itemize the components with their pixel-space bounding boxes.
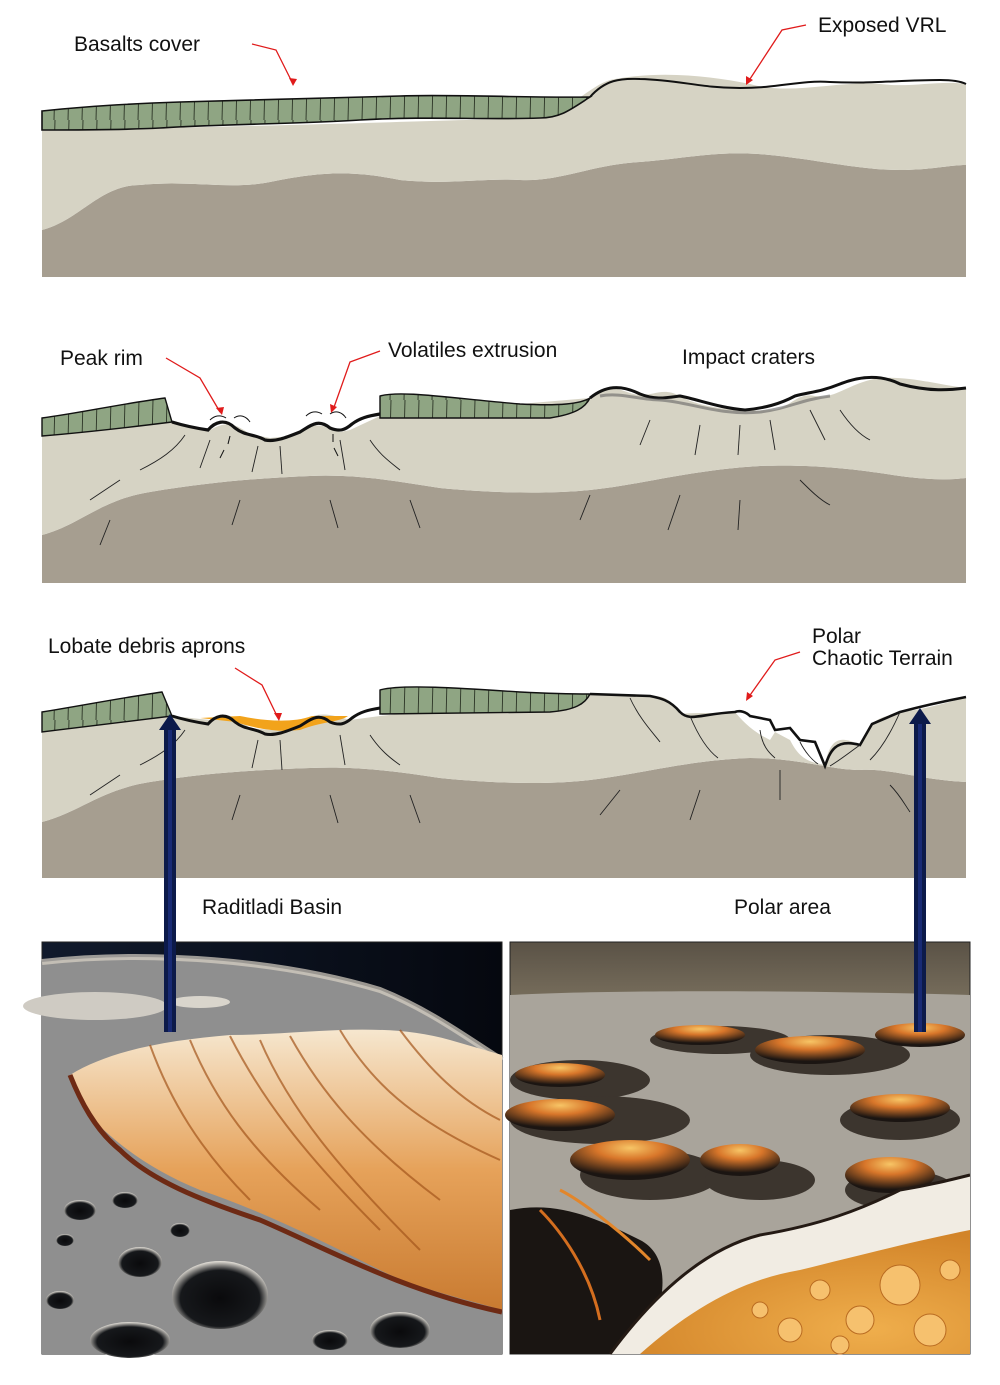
label-impact-craters: Impact craters (682, 346, 815, 369)
label-basalts-cover: Basalts cover (74, 33, 200, 56)
photo-raditladi-basin (23, 941, 504, 1358)
label-peak-rim: Peak rim (60, 347, 143, 370)
connector-arrow-raditladi (159, 714, 181, 1032)
leader-basalts-cover (251, 43, 294, 85)
label-exposed-vrl: Exposed VRL (818, 14, 946, 37)
label-polar: Polar (812, 625, 861, 648)
photo-polar-area (505, 941, 971, 1355)
leader-exposed-vrl (747, 24, 807, 83)
cross-section-3: Lobate debris aprons Polar Chaotic Terra… (41, 625, 967, 878)
cross-section-2: Peak rim Volatiles extrusion Impact crat… (41, 339, 967, 583)
label-lobate-debris-aprons: Lobate debris aprons (48, 635, 245, 658)
caption-raditladi-basin: Raditladi Basin (202, 896, 342, 919)
cross-section-1: Basalts cover Exposed VRL (41, 14, 967, 277)
connector-arrow-polar (909, 708, 931, 1032)
label-chaotic-terrain: Chaotic Terrain (812, 647, 953, 670)
caption-polar-area: Polar area (734, 896, 831, 919)
label-volatiles-extrusion: Volatiles extrusion (388, 339, 557, 362)
